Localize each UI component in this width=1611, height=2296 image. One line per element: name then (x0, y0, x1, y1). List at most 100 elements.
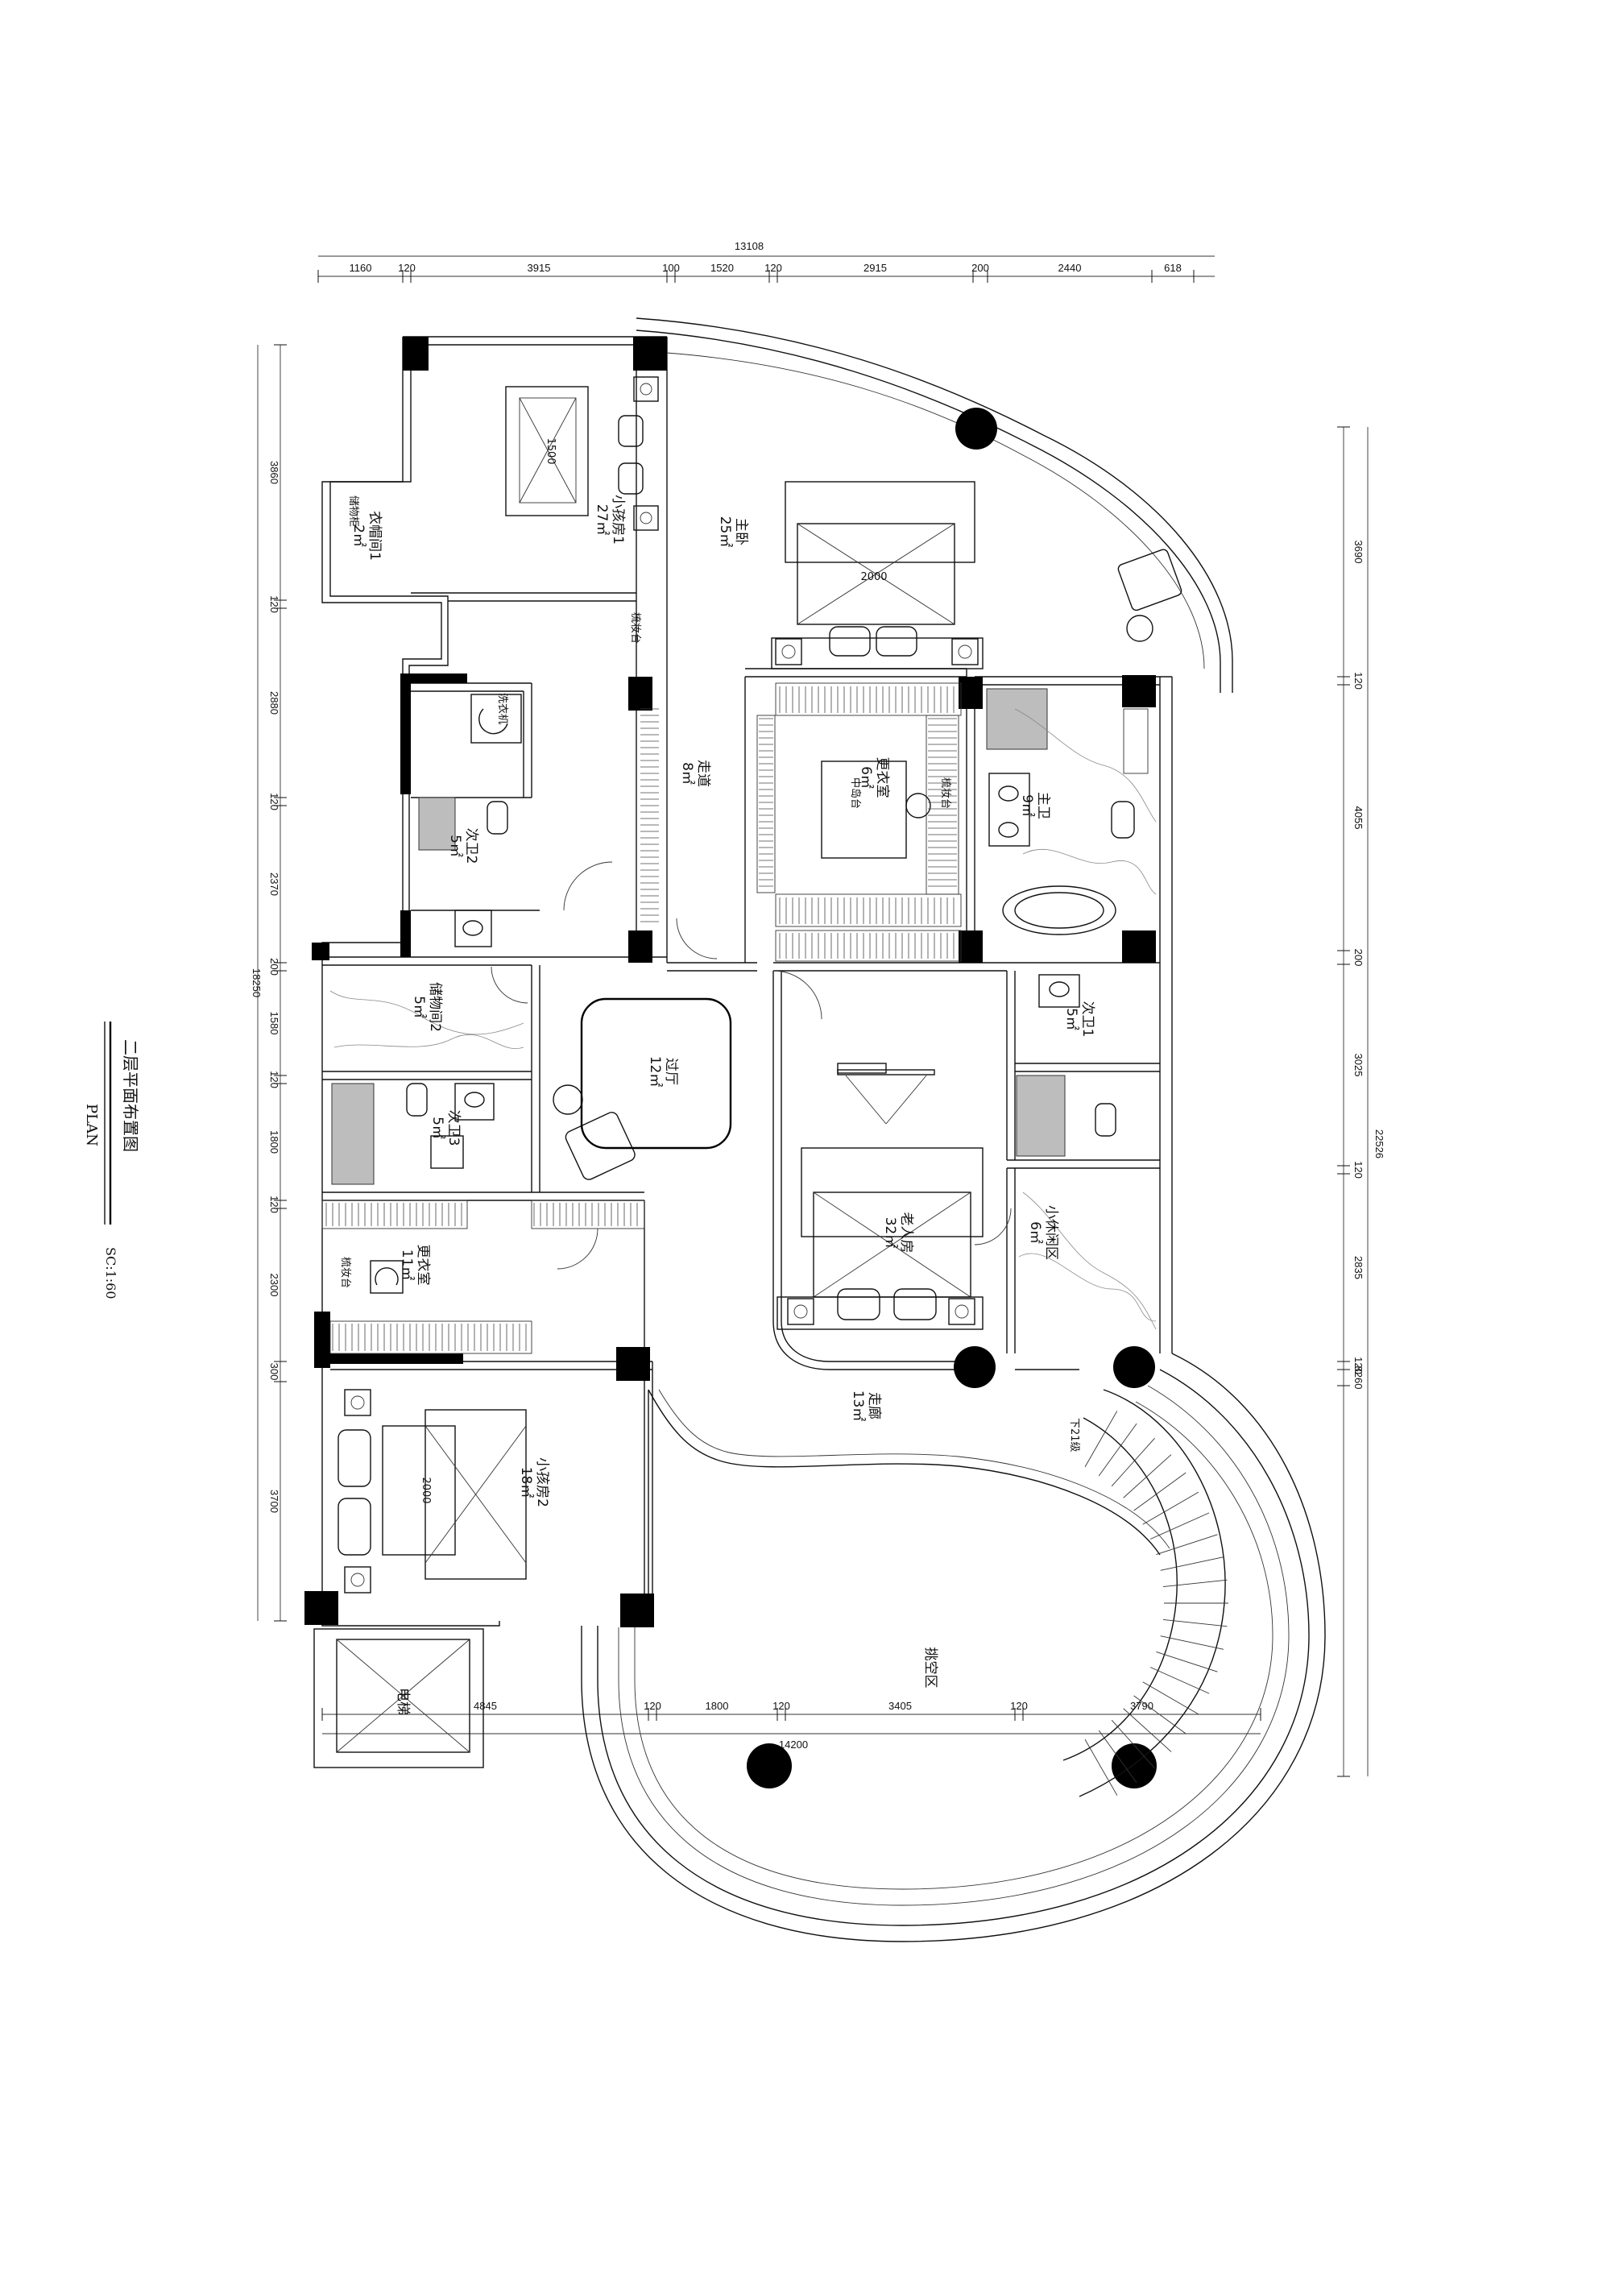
dim-right-8: 8260 (1352, 1366, 1365, 1390)
dim-top-6: 2915 (863, 262, 887, 274)
column-round (747, 1743, 792, 1788)
column-round (1112, 1743, 1157, 1788)
label-dresser-1: 梳妆台 (629, 612, 641, 644)
columns (304, 337, 1157, 1788)
column-round (1113, 1346, 1155, 1388)
room-name-4: 更衣室 (874, 757, 890, 798)
marble-floor (329, 708, 1157, 1330)
stair-treads (1084, 1411, 1228, 1796)
wall-segment (403, 673, 467, 683)
hall-chair (553, 1084, 636, 1180)
room-area-5: 9㎡ (1019, 794, 1035, 817)
spiral-stair (1062, 1389, 1228, 1797)
room-name-3: 走道 (695, 760, 711, 787)
bath-2 (418, 797, 508, 947)
room-name-9: 次卫3 (445, 1110, 462, 1146)
room-name-1: 小孩房1 (610, 495, 626, 545)
room-name-15: 小孩房2 (534, 1457, 550, 1507)
room-area-9: 5㎡ (429, 1117, 445, 1139)
column-square (628, 677, 652, 711)
plan-title: 二层平面布置图 (121, 1039, 140, 1152)
plan-subtitle: PLAN (83, 1104, 100, 1146)
wall-segment (400, 910, 411, 957)
dim-left-6: 1580 (268, 1012, 280, 1035)
label-cabinet: 储物柜 (347, 495, 359, 527)
bed-elder (777, 1063, 984, 1330)
room-name-10: 次卫1 (1079, 1001, 1095, 1038)
wardrobe-hatch-2 (325, 1203, 638, 1351)
dim-top-8: 2440 (1058, 262, 1082, 274)
bath-3 (331, 1083, 495, 1185)
dim-left-segments: 3860120288012023702001580120180012023003… (268, 344, 287, 1622)
label-dresser-3: 梳妆台 (339, 1257, 351, 1288)
room-area-15: 18㎡ (518, 1467, 534, 1498)
label-island: 中岛台 (849, 777, 862, 809)
wardrobe-11 (321, 1200, 645, 1354)
room-name-7: 储物间2 (427, 982, 443, 1032)
dim-top-4: 1520 (710, 262, 734, 274)
laundry (470, 694, 522, 744)
room-name-6: 次卫2 (463, 828, 479, 864)
dim-left-5: 200 (268, 958, 280, 976)
furniture: 1500 2000 (313, 376, 1228, 1797)
wall-segment (312, 943, 329, 960)
dim-left-9: 120 (268, 1196, 280, 1213)
stair-label: 下21级 (1068, 1418, 1080, 1453)
dim-left-12: 3700 (268, 1490, 280, 1513)
doors (491, 861, 1012, 1270)
outer-walls (321, 317, 1326, 1942)
room-area-13: 11㎡ (399, 1250, 415, 1281)
dim-right-7: 120 (1352, 1357, 1365, 1374)
dim-left-8: 1800 (268, 1130, 280, 1154)
wall-segment (400, 673, 411, 794)
dim-right-4: 3025 (1352, 1054, 1365, 1077)
dim-top-0: 1160 (350, 262, 372, 274)
room-area-14: 13㎡ (850, 1390, 866, 1422)
dim-bottom-5: 120 (1010, 1700, 1028, 1712)
dim-bottom-0: 4845 (474, 1700, 497, 1712)
wall-segment (330, 1353, 463, 1364)
dim-bottom-3: 120 (772, 1700, 790, 1712)
dim-left-11: 300 (268, 1363, 280, 1381)
dim-bottom-total: 14200 (779, 1739, 808, 1751)
dim-top-5: 120 (764, 262, 782, 274)
room-area-12: 6㎡ (1027, 1221, 1043, 1244)
dim-top-7: 200 (971, 262, 989, 274)
bed-kid2 (338, 1389, 527, 1594)
dim-left-2: 2880 (268, 691, 280, 715)
furniture-labels: 梳妆台 梳妆台 梳妆台 中岛台 洗衣机 储物柜 (339, 495, 951, 1288)
room-name-14: 走廊 (866, 1392, 882, 1419)
dim-right-total: 22526 (1373, 1129, 1385, 1158)
room-name-16: 挑空区 (922, 1647, 938, 1689)
dim-left-4: 2370 (268, 872, 280, 896)
column-square (616, 1347, 650, 1381)
dimension-left: 18250 3860120288012023702001580120180012… (251, 344, 287, 1622)
bed-dim-2000-master: 2000 (860, 571, 887, 583)
dim-top-2: 3915 (528, 262, 551, 274)
dim-top-total: 13108 (735, 240, 764, 252)
dim-left-0: 3860 (268, 461, 280, 484)
column-round (955, 408, 997, 450)
room-area-7: 5㎡ (411, 996, 427, 1018)
bed-dim-2000-kid2: 2000 (420, 1477, 432, 1503)
bath-1 (1016, 974, 1116, 1157)
dim-left-7: 120 (268, 1071, 280, 1088)
room-area-4: 6㎡ (858, 766, 874, 789)
room-area-8: 12㎡ (647, 1056, 663, 1088)
bed-master (771, 481, 984, 669)
column-square (959, 930, 983, 963)
dim-bottom-4: 3405 (888, 1700, 912, 1712)
column-square (403, 337, 429, 371)
dim-left-10: 2300 (268, 1274, 280, 1297)
column-square (633, 337, 667, 371)
dim-right-0: 3690 (1352, 541, 1365, 564)
room-name-17: 电梯 (395, 1688, 411, 1715)
room-area-1: 27㎡ (594, 504, 610, 536)
column-square (304, 1591, 338, 1625)
